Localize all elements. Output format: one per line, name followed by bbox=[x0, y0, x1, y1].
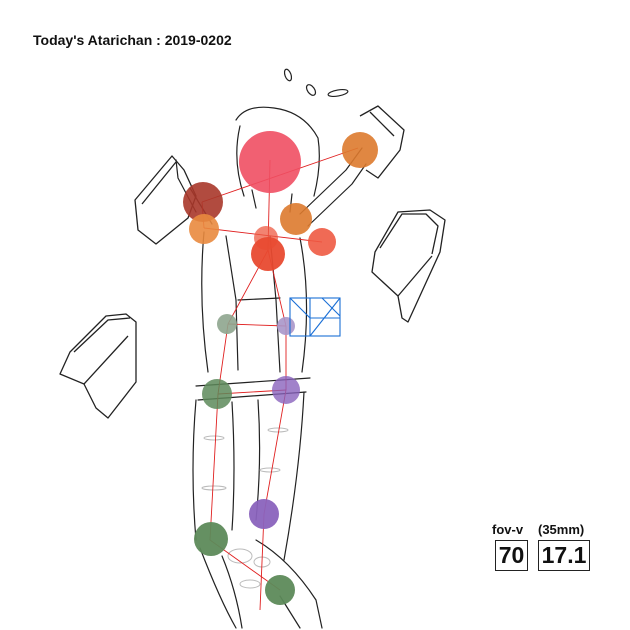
fov-value-field[interactable]: 70 bbox=[495, 540, 528, 571]
joint-right-knee[interactable] bbox=[249, 499, 279, 529]
motion-marks bbox=[283, 68, 349, 98]
wireframe-cube-icon[interactable] bbox=[289, 297, 341, 337]
fov-label: fov-v bbox=[492, 522, 524, 537]
joint-head[interactable] bbox=[239, 131, 301, 193]
focal-length-label: (35mm) bbox=[538, 522, 585, 537]
joint-left-foot[interactable] bbox=[265, 575, 295, 605]
page-title: Today's Atarichan : 2019-0202 bbox=[33, 32, 232, 48]
joint-left-shoulder[interactable] bbox=[189, 214, 219, 244]
joint-left-knee[interactable] bbox=[194, 522, 228, 556]
floating-panels bbox=[59, 105, 446, 419]
joint-right-hand[interactable] bbox=[342, 132, 378, 168]
joint-right-hip[interactable] bbox=[272, 376, 300, 404]
joint-right-elbow[interactable] bbox=[308, 228, 336, 256]
joint-left-hand[interactable] bbox=[183, 182, 223, 222]
joint-left-waist[interactable] bbox=[217, 314, 237, 334]
joint-markers[interactable] bbox=[183, 131, 378, 605]
joint-left-hip[interactable] bbox=[202, 379, 232, 409]
joint-neck[interactable] bbox=[251, 237, 285, 271]
joint-right-waist[interactable] bbox=[277, 317, 295, 335]
focal-length-value-field[interactable]: 17.1 bbox=[538, 540, 590, 571]
joint-right-shoulder[interactable] bbox=[280, 203, 312, 235]
